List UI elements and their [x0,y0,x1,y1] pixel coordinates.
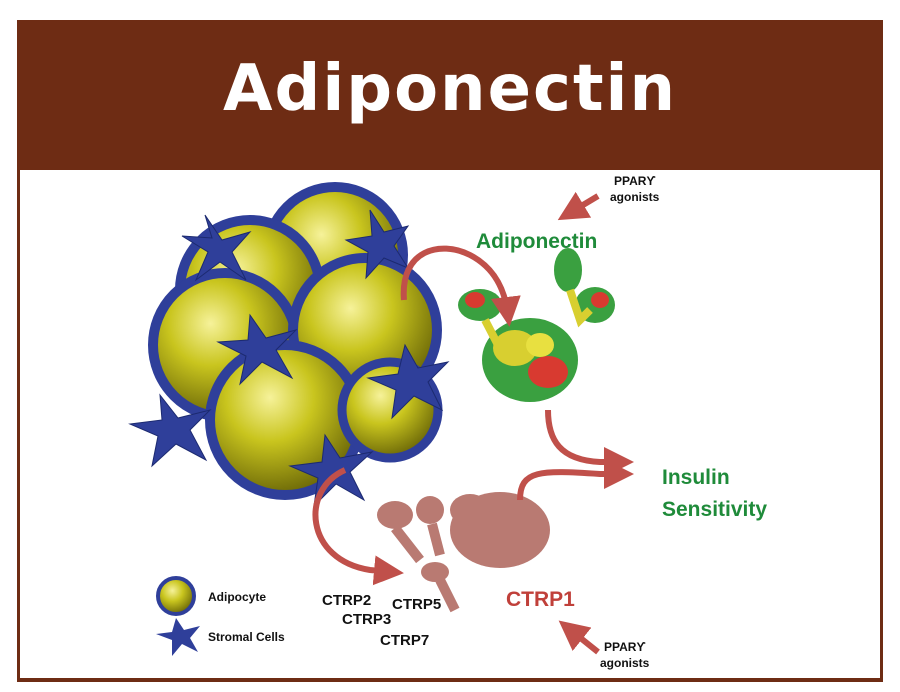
legend-adipocyte-label: Adipocyte [208,590,267,604]
insulin-label: Insulin [662,466,730,489]
arrows [312,191,634,655]
ppar-top-label: PPARϒ [614,174,656,188]
adiponectin-label: Adiponectin [476,230,598,253]
ppar-bottom-label: PPARϒ [604,640,646,654]
ctrp1-label: CTRP1 [506,588,575,611]
ctrp3-label: CTRP3 [342,611,392,628]
sensitivity-label: Sensitivity [662,498,768,521]
ctrp5-label: CTRP5 [392,596,442,613]
agonists-top-label: agonists [610,190,660,204]
adiponectin-protein [458,248,615,402]
ctrp2-label: CTRP2 [322,592,372,609]
ctrp7-label: CTRP7 [380,632,430,649]
adipocyte-icon [156,576,196,616]
page-title: Adiponectin [222,52,678,126]
ctrp-proteins [377,492,550,613]
stromal-cells [128,209,450,508]
legend-stromal-label: Stromal Cells [208,630,285,644]
agonists-bottom-label: agonists [600,656,650,670]
legend-icons [156,576,200,656]
stromal-cell-icon [156,618,200,656]
